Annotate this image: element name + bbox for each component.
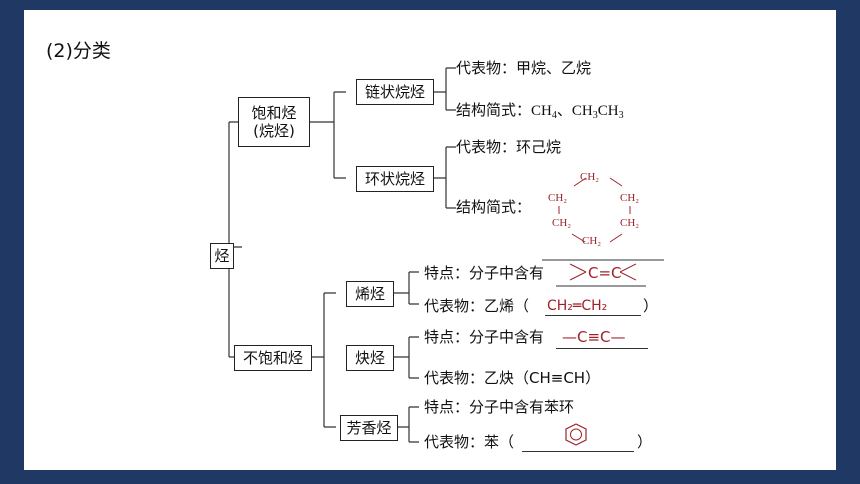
node-alkene: 烯烃 <box>346 281 394 307</box>
ring-ch2-lower-left: CH₂ <box>552 217 572 229</box>
formula-ch4: CH <box>531 103 552 119</box>
aromatic-rep-underline <box>522 451 634 452</box>
ring-rep-value: 环己烷 <box>516 138 562 156</box>
ring-representative: 代表物：环己烷 <box>456 138 561 156</box>
node-chain-alkane: 链状烷烃 <box>356 79 434 105</box>
formula-ch3: CH <box>571 103 593 119</box>
slide-title: (2)分类 <box>46 40 111 62</box>
aromatic-rep-label: 代表物：苯（ <box>424 433 515 451</box>
chain-rep-value: 甲烷、乙烷 <box>516 59 592 77</box>
formula-sub: 3 <box>592 110 598 121</box>
chain-formula: 结构简式：CH4、CH3CH3 <box>456 101 624 125</box>
formula-sub: 4 <box>551 110 557 121</box>
ring-ch2-top: CH₂ <box>580 171 600 183</box>
alkene-feature-answer: C=C <box>588 264 622 282</box>
alkyne-rep: 代表物：乙炔（CH≡CH） <box>424 369 601 387</box>
ring-ch2-upper-left: CH₂ <box>548 192 568 204</box>
node-cyclic-alkane: 环状烷烃 <box>356 166 434 192</box>
ring-ch2-upper-right: CH₂ <box>620 192 640 204</box>
node-alkyne: 炔烃 <box>346 345 394 371</box>
alkene-rep-close: ） <box>643 297 659 315</box>
benzene-ring-icon <box>565 423 587 446</box>
alkene-rep-label: 代表物：乙烯（ <box>424 297 530 315</box>
ring-ch2-lower-right: CH₂ <box>620 217 640 229</box>
ring-formula-label: 结构简式： <box>456 198 532 216</box>
aromatic-rep-close: ） <box>637 433 653 451</box>
node-hydrocarbon: 烃 <box>210 243 234 269</box>
formula-sub: 3 <box>618 110 624 121</box>
alkene-rep-answer: CH₂═CH₂ <box>547 298 608 314</box>
aromatic-feature: 特点：分子中含有苯环 <box>424 398 575 416</box>
alkyne-feature-underline <box>556 348 648 349</box>
node-saturated-line1: 饱和烃 <box>251 104 297 122</box>
alkyne-feature-label: 特点：分子中含有 <box>424 328 545 346</box>
alkene-feature-label: 特点：分子中含有 <box>424 264 545 282</box>
node-saturated-hydrocarbon: 饱和烃 (烷烃) <box>238 97 310 147</box>
formula-sep: 、 <box>556 103 572 119</box>
node-aromatic-hydrocarbon: 芳香烃 <box>340 415 398 441</box>
connector-lines <box>228 67 456 443</box>
alkene-double-bond <box>556 263 646 287</box>
node-saturated-line2: (烷烃) <box>253 122 295 140</box>
alkyne-feature-answer: —C≡C— <box>562 328 626 346</box>
chain-formula-prefix: 结构简式： <box>456 101 532 119</box>
chain-representative: 代表物：甲烷、乙烷 <box>456 59 591 77</box>
formula-ch3: CH <box>597 103 619 119</box>
node-unsaturated-hydrocarbon: 不饱和烃 <box>234 345 312 371</box>
ring-rep-prefix: 代表物： <box>456 138 517 156</box>
slide: (2)分类 烃 饱和烃 (烷烃) 链状烷烃 代表物：甲烷、乙烷 结构简式：CH4… <box>24 10 836 470</box>
alkene-rep-underline <box>545 315 641 316</box>
chain-rep-prefix: 代表物： <box>456 59 517 77</box>
chain-formula-value: CH4、CH3CH3 <box>531 103 624 121</box>
ring-ch2-bottom: CH₂ <box>582 235 602 247</box>
cyclohexane-structure <box>542 177 664 261</box>
